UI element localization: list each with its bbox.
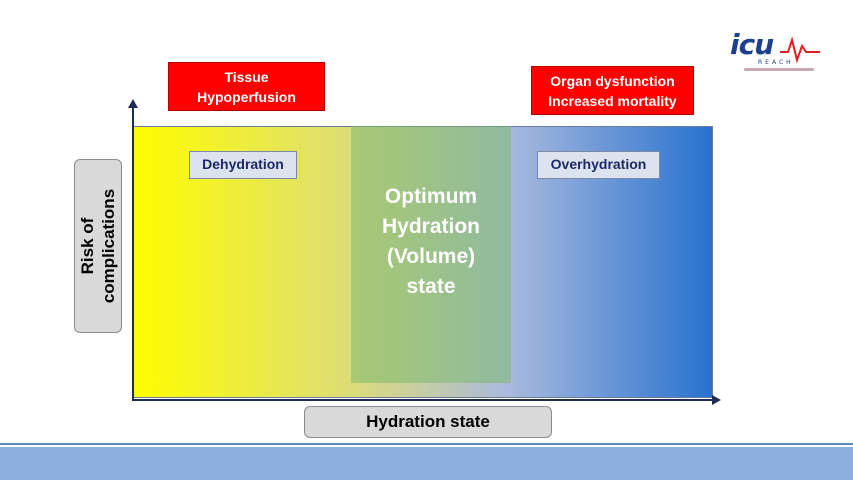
optimum-zone	[351, 126, 511, 383]
heartbeat-icon	[780, 36, 820, 64]
tissue-line-2: Hypoperfusion	[197, 88, 296, 105]
y-axis-label-line-1: Risk of	[78, 217, 97, 275]
logo-text: icu	[730, 28, 774, 61]
logo-subtext: REACH	[758, 59, 794, 66]
organ-line-2: Increased mortality	[548, 92, 677, 109]
optimum-line-1: Optimum	[384, 185, 478, 208]
y-axis-label: Risk of complications	[77, 161, 119, 331]
organ-dysfunction-box: Organ dysfunction Increased mortality	[531, 66, 694, 115]
footer-divider	[0, 443, 853, 445]
dehydration-label: Dehydration	[189, 151, 297, 179]
tissue-hypoperfusion-box: Tissue Hypoperfusion	[168, 62, 325, 111]
tissue-line-1: Tissue	[224, 68, 269, 85]
x-axis-arrow-icon	[712, 395, 721, 405]
y-axis-line	[132, 106, 134, 401]
optimum-zone-label: Optimum Hydration (Volume) state	[351, 182, 511, 302]
footer-bar	[0, 447, 853, 480]
optimum-line-3: (Volume)	[386, 245, 476, 268]
optimum-line-4: state	[406, 275, 456, 298]
organ-line-1: Organ dysfunction	[550, 72, 675, 89]
y-axis-label-box: Risk of complications	[74, 159, 122, 333]
x-axis-line	[132, 399, 714, 401]
x-axis-label: Hydration state	[304, 406, 552, 438]
icu-reach-logo: icu REACH	[730, 28, 820, 78]
y-axis-arrow-icon	[128, 99, 138, 108]
optimum-line-2: Hydration	[381, 215, 480, 238]
overhydration-label: Overhydration	[537, 151, 660, 179]
y-axis-label-line-2: complications	[99, 188, 118, 304]
logo-tagline	[744, 68, 814, 71]
